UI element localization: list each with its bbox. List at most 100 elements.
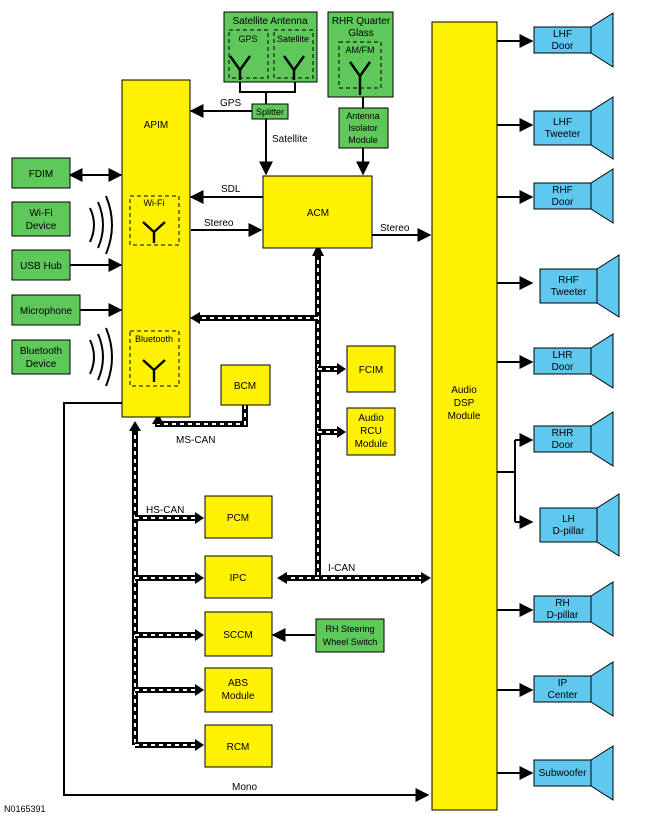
speaker-7: RHD-pillar [533,581,614,637]
bluetooth-label: Bluetooth [135,334,173,344]
fdim-module [11,157,71,189]
ms-can-label: MS-CAN [176,435,215,446]
speaker-label: RH [555,598,569,609]
rh-steering-switch-module: RH Steering Wheel Switch [315,618,385,653]
svg-text:SCCM: SCCM [223,630,252,641]
microphone-label: Microphone [20,306,73,317]
speaker-magnet-6 [539,507,598,543]
speaker-6: LHD-pillar [539,493,620,557]
amfm-label: AM/FM [346,45,375,55]
figure-id: N0165391 [4,804,46,814]
svg-text:FCIM: FCIM [359,365,383,376]
speaker-cone-icon [590,12,614,68]
speaker-label: Tweeter [545,129,581,140]
acm-label: ACM [307,208,329,219]
svg-text:RCM: RCM [227,742,250,753]
svg-text:Device: Device [26,359,57,370]
satellite-antenna-module: Satellite Antenna GPS Satellite [223,11,318,83]
svg-text:PCM: PCM [227,513,249,524]
svg-text:Audio: Audio [358,413,384,424]
svg-text:Bluetooth: Bluetooth [20,346,62,357]
bluetooth-antenna-icon [142,359,166,382]
usb-hub-label: USB Hub [20,261,62,272]
svg-text:Antenna: Antenna [346,111,380,121]
bluetooth-device-module [11,339,71,375]
speaker-label: RHF [558,275,579,286]
speaker-magnet-8 [533,675,592,703]
svg-text:BCM: BCM [234,381,256,392]
svg-text:RCU: RCU [360,426,382,437]
speaker-cone-icon [590,96,614,160]
speaker-label: Door [552,440,574,451]
speaker-label: D-pillar [553,526,585,537]
speaker-cone-icon [590,581,614,637]
rhr-label-line2: Glass [348,28,374,39]
speaker-cone-icon [590,745,614,801]
mono-wire [63,402,430,802]
speaker-label: Door [552,362,574,373]
satellite-signal-label: Satellite [272,134,308,145]
speaker-label: LH [562,514,575,525]
microphone-module [11,294,81,326]
apim-module: APIM Wi-Fi Bluetooth [121,79,191,418]
gps-antenna-icon [229,55,251,80]
speakers-group: LHFDoorLHFTweeterRHFDoorRHFTweeterLHRDoo… [533,12,620,801]
svg-text:Module: Module [222,691,255,702]
svg-text:DSP: DSP [454,398,475,409]
bcm-module [220,364,271,406]
speaker-magnet-5 [533,425,592,453]
svg-text:Module: Module [348,135,378,145]
speaker-label: RHR [552,428,574,439]
svg-text:ABS: ABS [228,678,248,689]
splitter-box [251,103,289,120]
stereo-acm-label: Stereo [380,223,410,234]
svg-text:Module: Module [448,411,481,422]
speaker-cone-icon [596,254,620,318]
usb-hub-module [11,249,71,281]
apim-label: APIM [144,120,168,131]
gps-signal-label: GPS [220,98,241,109]
speaker-cone-icon [596,493,620,557]
speaker-wires [497,34,534,780]
speaker-cone-icon [590,411,614,467]
can-bus-lines [129,244,431,751]
speaker-label: LHR [552,350,572,361]
amfm-antenna-icon [349,61,371,95]
sat-antenna-label: Satellite Antenna [232,16,307,27]
audio-dsp-module: Audio DSP Module [431,21,498,811]
svg-text:Device: Device [26,221,57,232]
svg-text:IPC: IPC [230,573,247,584]
speaker-label: LHF [553,29,572,40]
mono-signal-label: Mono [232,782,257,793]
speaker-magnet-4 [533,347,592,375]
sdl-signal-label: SDL [221,184,241,195]
speaker-label: Tweeter [551,287,587,298]
speaker-label: Door [552,197,574,208]
wifi-label: Wi-Fi [144,198,165,208]
i-can-label: I-CAN [328,563,355,574]
wifi-device-module [11,201,71,237]
sat-antenna-feed-wire [239,81,296,93]
bluetooth-waves [89,327,113,387]
sccm-module [204,611,273,657]
wifi-antenna-icon [142,221,166,243]
speaker-9: Subwoofer [533,745,614,801]
stereo-apim-label: Stereo [204,218,234,229]
fcim-module [346,345,396,393]
svg-text:Isolator: Isolator [348,123,378,133]
speaker-magnet-7 [533,595,592,623]
speaker-label: Center [547,690,578,701]
satellite-antenna-icon [283,55,305,80]
speaker-magnet-2 [533,182,592,210]
splitter-label: Splitter [256,107,284,117]
speaker-label: D-pillar [547,610,579,621]
satellite-antenna-label: Satellite [277,34,309,44]
